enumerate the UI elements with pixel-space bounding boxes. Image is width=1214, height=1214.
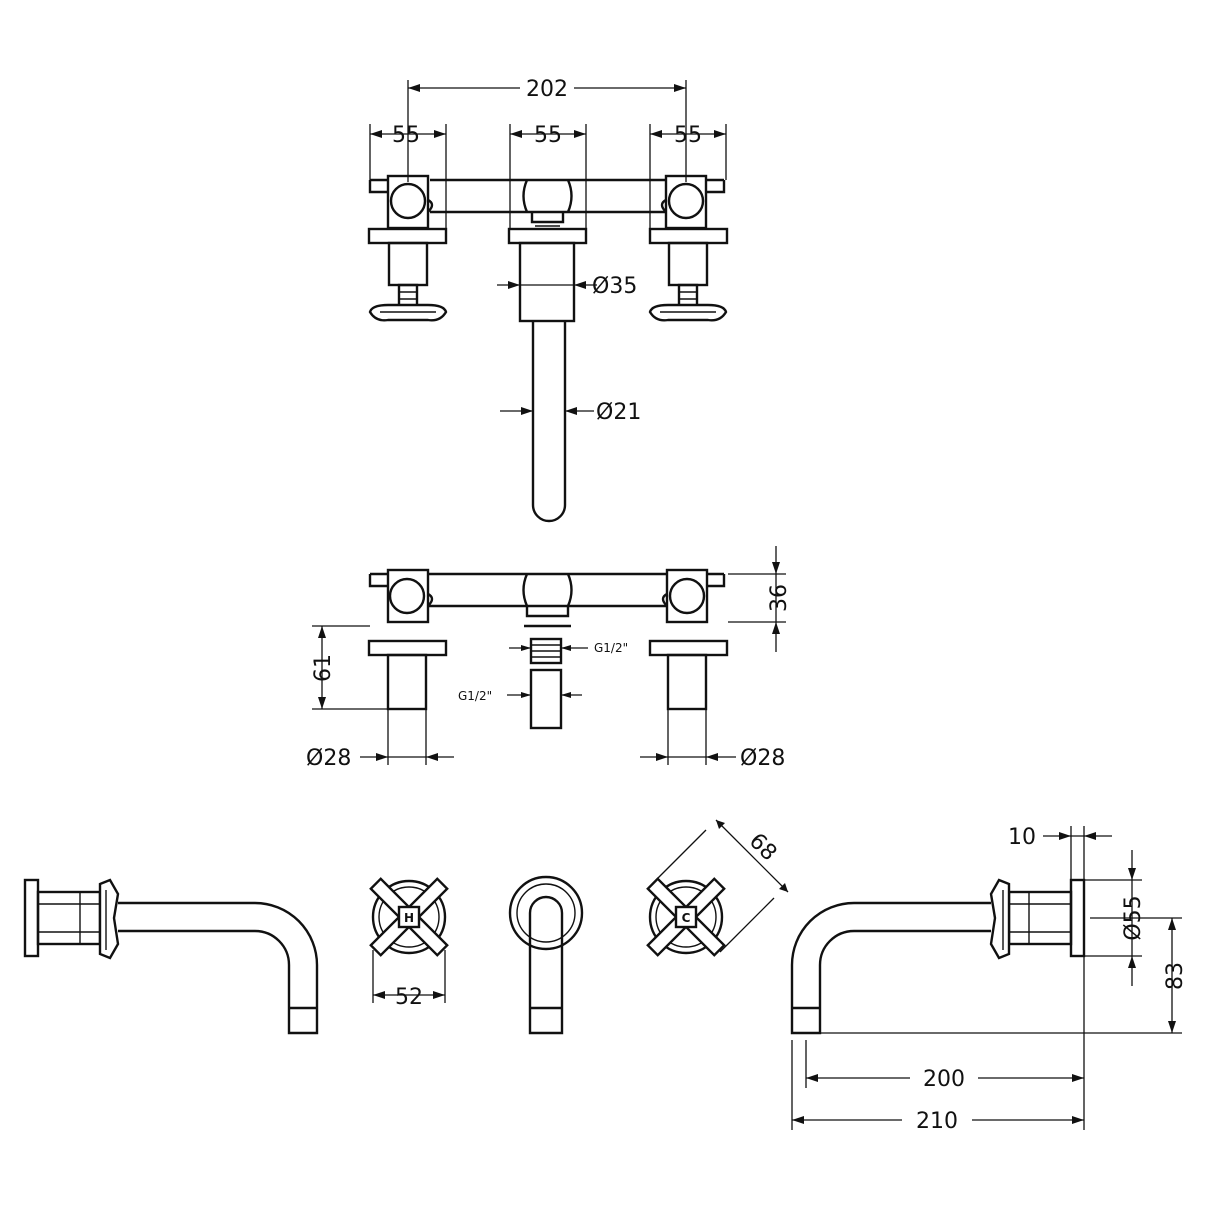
label-83: 83 <box>1163 962 1188 990</box>
left-side-view <box>23 878 319 1035</box>
label-61: 61 <box>311 654 336 682</box>
dim-202: 202 <box>407 77 687 182</box>
dim-52: 52 <box>372 950 446 1010</box>
dim-dia-28-left: Ø28 <box>306 709 454 771</box>
spout-front-view <box>508 875 584 1035</box>
label-thread-bottom: G1/2" <box>458 689 492 703</box>
label-202: 202 <box>526 77 568 102</box>
label-dia-21: Ø21 <box>596 400 641 425</box>
dim-61: 61 <box>311 625 388 710</box>
dim-thread-bottom: G1/2" <box>458 689 582 703</box>
top-view: 202 55 55 55 <box>367 77 729 523</box>
label-dia-35: Ø35 <box>592 274 637 299</box>
label-52: 52 <box>395 985 423 1010</box>
dim-200: 200 <box>805 956 1085 1130</box>
label-10: 10 <box>1008 825 1036 850</box>
dim-dia-28-right: Ø28 <box>640 709 785 771</box>
hot-handle-view: H 52 <box>369 877 449 1010</box>
front-view: 36 61 G1/2" G1/2" <box>306 546 792 771</box>
label-36: 36 <box>767 584 792 612</box>
dim-10: 10 <box>1008 825 1112 880</box>
cold-handle-view: C 68 <box>646 819 789 957</box>
dim-thread-top: G1/2" <box>509 641 628 655</box>
label-55-left: 55 <box>392 123 420 148</box>
cold-mark: C <box>682 911 691 925</box>
dim-55-right: 55 <box>649 123 727 229</box>
label-dia-28-left: Ø28 <box>306 746 351 771</box>
label-55-mid: 55 <box>534 123 562 148</box>
dim-dia-35: Ø35 <box>497 274 637 299</box>
label-210: 210 <box>916 1109 958 1134</box>
dim-36: 36 <box>728 546 792 652</box>
hot-mark: H <box>404 911 414 925</box>
label-55-right: 55 <box>674 123 702 148</box>
dim-55-mid: 55 <box>509 123 587 229</box>
dim-55-left: 55 <box>369 123 447 229</box>
label-thread-top: G1/2" <box>594 641 628 655</box>
dim-210: 210 <box>791 1040 1084 1134</box>
dim-dia-21: Ø21 <box>500 400 641 425</box>
right-side-view: 10 Ø55 83 200 <box>790 825 1188 1134</box>
label-68: 68 <box>744 829 781 866</box>
label-200: 200 <box>923 1067 965 1092</box>
label-dia-28-right: Ø28 <box>740 746 785 771</box>
dim-83: 83 <box>820 917 1188 1034</box>
